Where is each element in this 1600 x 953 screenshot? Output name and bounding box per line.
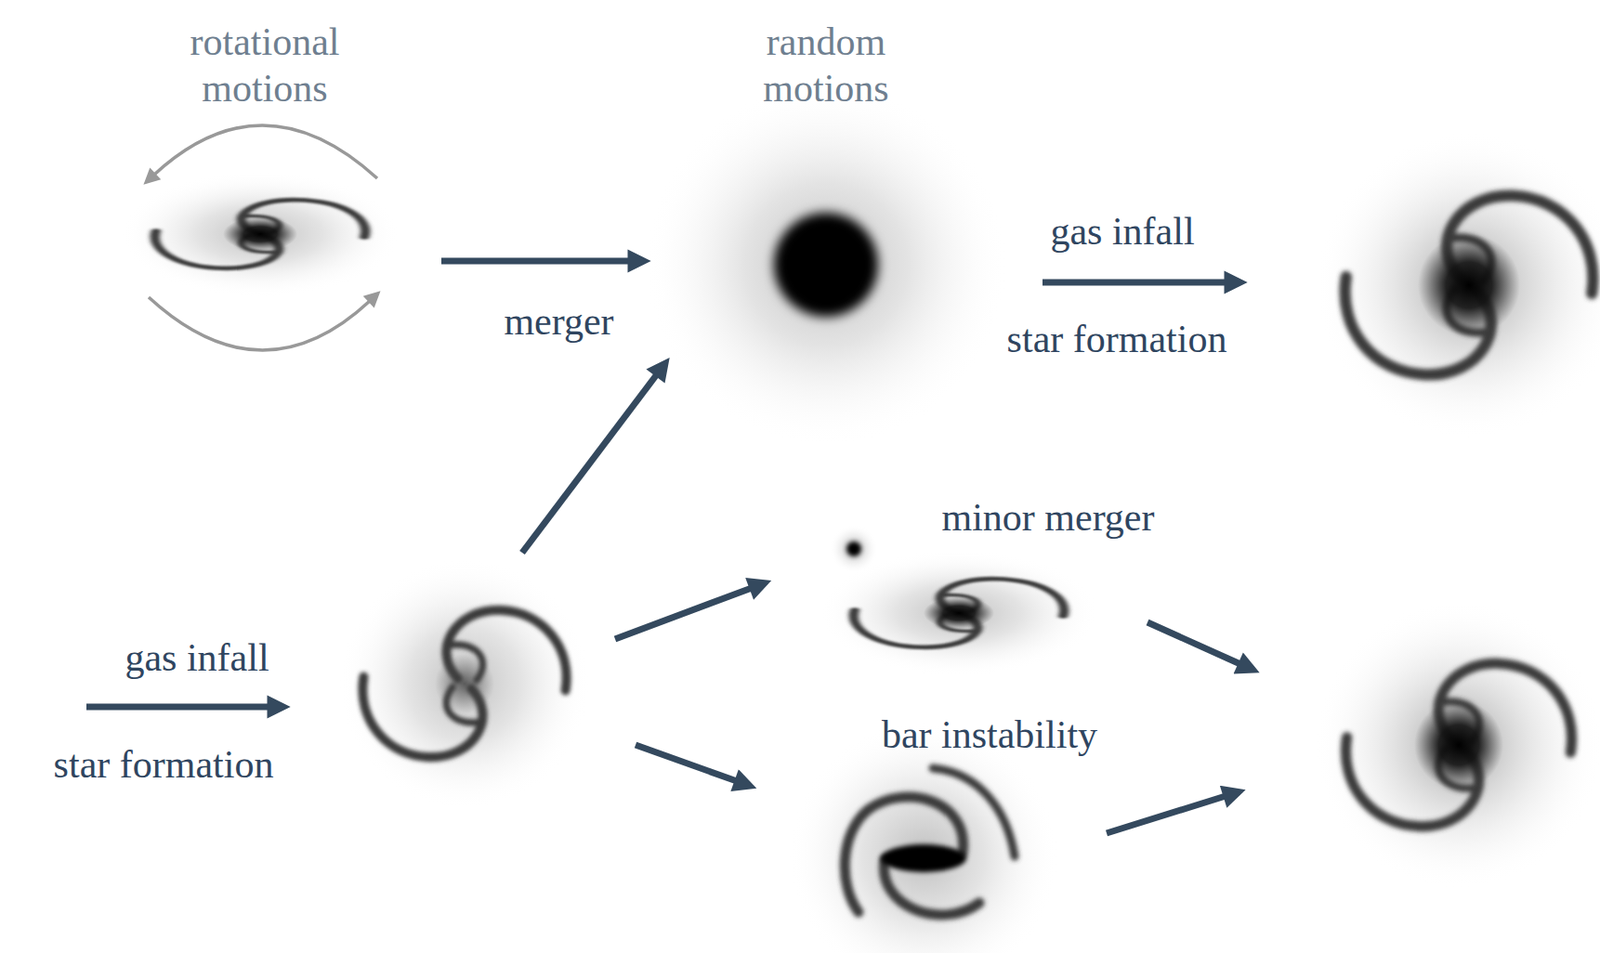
galaxy-core [1414, 700, 1504, 790]
process-arrow [1147, 622, 1241, 665]
spiral-arms [844, 768, 1015, 916]
process-arrow [615, 588, 752, 640]
galaxy-halo [644, 83, 1008, 446]
spiral-arms [1345, 196, 1594, 376]
process-label: gas infall [1049, 208, 1194, 255]
galaxy-halo [120, 171, 400, 298]
edge-label: merger [503, 298, 614, 345]
galaxy-halo [339, 558, 591, 810]
spiral-arms [853, 578, 1064, 648]
satellite-galaxy [829, 524, 879, 574]
galaxy-heading: random motions [714, 18, 938, 112]
merger-arrow [441, 258, 630, 265]
galaxy-core [434, 654, 495, 714]
galaxy-heading: bar instability [826, 711, 1153, 759]
rotation-arrow [154, 125, 378, 179]
galaxy-core [222, 217, 298, 251]
galaxy-bar [880, 844, 967, 873]
galaxy-node: rotational motions [102, 18, 428, 316]
spiral-arms [155, 199, 366, 269]
spiral-galaxy [339, 558, 591, 810]
galaxy-core [773, 212, 879, 317]
galaxy-heading: rotational motions [153, 18, 377, 112]
process-label: star formation [1007, 315, 1228, 363]
galaxy-heading: minor merger [908, 494, 1188, 541]
galaxy-node: bar instability [826, 711, 1153, 759]
spiral-galaxy [1315, 131, 1600, 439]
galaxy-core [923, 597, 995, 630]
spiral-arms [1345, 663, 1572, 827]
process-arrow [635, 745, 737, 782]
rotation-arrow [148, 297, 370, 351]
spiral-galaxy [1314, 601, 1600, 890]
galaxy-halo [788, 721, 1059, 953]
galaxy-node: minor merger [908, 494, 1188, 541]
process-arrow [522, 374, 657, 553]
process-arrow [1042, 279, 1227, 287]
galaxy-core [1417, 234, 1521, 337]
galaxy-halo [829, 524, 879, 574]
process-label: gas infall [124, 634, 269, 682]
process-arrow [86, 704, 270, 711]
galaxy-halo [1314, 601, 1600, 890]
galaxy-halo [1315, 131, 1600, 439]
galaxy-core [846, 541, 862, 557]
barred-galaxy [788, 721, 1059, 953]
process-arrow [1106, 796, 1226, 834]
disc-galaxy [120, 171, 400, 298]
process-label: star formation [53, 741, 275, 788]
elliptical-galaxy [644, 83, 1008, 446]
galaxy-node: random motions [657, 18, 995, 446]
spiral-arms [362, 610, 566, 758]
